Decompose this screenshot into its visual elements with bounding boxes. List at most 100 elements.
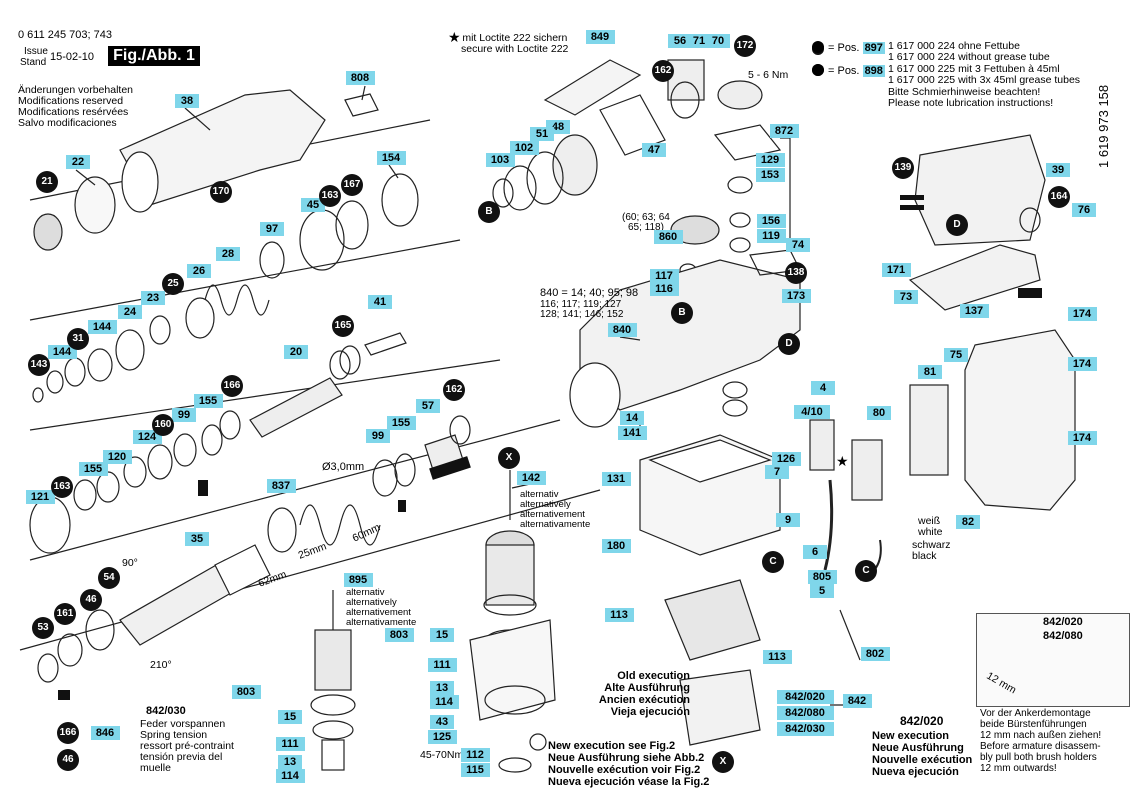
- part-callout: 120: [102, 450, 132, 464]
- circle-label: 162: [652, 60, 674, 82]
- part-callout: 144: [87, 320, 117, 334]
- part-callout: 43: [430, 715, 454, 729]
- part-callout: 7: [765, 465, 789, 479]
- part-callout: 28: [216, 247, 240, 261]
- part-callout: 71: [687, 34, 711, 48]
- part-callout: 112: [460, 748, 490, 762]
- circle-label: 54: [98, 567, 120, 589]
- circle-label: 143: [28, 354, 50, 376]
- part-callout: 57: [416, 399, 440, 413]
- part-callout: 156: [756, 214, 786, 228]
- circle-label: 163: [319, 185, 341, 207]
- notes-line: Salvo modificaciones: [18, 117, 117, 129]
- part-callout: 849: [585, 30, 615, 44]
- part-callout: 137: [959, 304, 989, 318]
- circle-label: X: [712, 751, 734, 773]
- part-callout: 41: [368, 295, 392, 309]
- part-callout: 180: [601, 539, 631, 553]
- brush-reference-box: [976, 613, 1130, 707]
- part-callout: 97: [260, 222, 284, 236]
- part-callout: 124: [132, 430, 162, 444]
- angle-210: 210°: [150, 659, 172, 671]
- part-callout: 153: [755, 168, 785, 182]
- circle-label: D: [946, 214, 968, 236]
- circle-label: 172: [734, 35, 756, 57]
- part-callout: 111: [427, 658, 457, 672]
- loctite-note: ★ mit Loctite 222 sichern: [450, 32, 568, 44]
- part-callout: 842/030: [776, 722, 834, 736]
- part-callout: 173: [781, 289, 811, 303]
- part-callout: 20: [284, 345, 308, 359]
- circle-label: C: [762, 551, 784, 573]
- part-callout: 38: [175, 94, 199, 108]
- part-callout: 117: [649, 269, 679, 283]
- part-callout: 802: [860, 647, 890, 661]
- list-840: 128; 141; 146; 152: [540, 309, 624, 320]
- part-callout: 47: [642, 143, 666, 157]
- part-callout: 174: [1067, 357, 1097, 371]
- part-callout: 842: [842, 694, 872, 708]
- part-callout: 803: [384, 628, 414, 642]
- part-callout: 846: [90, 726, 120, 740]
- circle-label: 162: [443, 379, 465, 401]
- circle-label: C: [855, 560, 877, 582]
- part-callout: 113: [604, 608, 634, 622]
- grease-hint: Please note lubrication instructions!: [888, 97, 1054, 109]
- new-execution-part: 842/020: [900, 714, 944, 728]
- part-callout: 76: [1072, 203, 1096, 217]
- notes-line: Modifications reserved: [18, 95, 124, 107]
- part-callout: 39: [1046, 163, 1070, 177]
- part-callout: 116: [649, 282, 679, 296]
- part-callout: 114: [275, 769, 305, 783]
- part-callout: 23: [141, 291, 165, 305]
- part-callout: 155: [386, 416, 416, 430]
- circle-label: 25: [162, 273, 184, 295]
- list-840: 840 = 14; 40; 95; 98: [540, 287, 639, 299]
- star-mark: ★: [836, 454, 849, 470]
- circle-label: 53: [32, 617, 54, 639]
- part-callout: 56: [668, 34, 692, 48]
- part-callout: 895: [343, 573, 373, 587]
- part-callout: 73: [894, 290, 918, 304]
- part-callout: 102: [509, 141, 539, 155]
- part-callout: 115: [460, 763, 490, 777]
- part-callout: 837: [266, 479, 296, 493]
- part-callout: 126: [771, 452, 801, 466]
- list-840: 116; 117; 119; 127: [540, 299, 622, 310]
- grease-text: 1 617 000 225 with 3x 45ml grease tubes: [888, 74, 1081, 86]
- circle-label: 164: [1048, 186, 1070, 208]
- circle-label: 165: [332, 315, 354, 337]
- part-callout: 842/080: [776, 706, 834, 720]
- side-number: 1 619 973 158: [1096, 84, 1111, 168]
- part-callout: 4: [811, 381, 835, 395]
- spring-note-part: 842/030: [146, 705, 186, 717]
- part-callout: 808: [345, 71, 375, 85]
- part-callout: 75: [944, 348, 968, 362]
- circle-label: 167: [341, 174, 363, 196]
- part-callout: 35: [185, 532, 209, 546]
- part-callout: 15: [278, 710, 302, 724]
- star-mark-note: ★: [448, 30, 461, 46]
- part-callout: 129: [755, 153, 785, 167]
- part-callout: 80: [867, 406, 891, 420]
- part-callout: 842/020: [776, 690, 834, 704]
- part-callout: 141: [617, 426, 647, 440]
- alt-860: (60; 63; 64: [622, 212, 670, 223]
- grease-text: 1 617 000 224 ohne Fettube: [888, 40, 1020, 52]
- part-callout: 131: [601, 472, 631, 486]
- part-callout: 13: [430, 681, 454, 695]
- part-callout: 99: [366, 429, 390, 443]
- part-callout: 144: [47, 345, 77, 359]
- part-callout: 171: [881, 263, 911, 277]
- loctite-note: secure with Loctite 222: [461, 43, 569, 55]
- circle-label: 170: [210, 181, 232, 203]
- part-callout: 860: [653, 230, 683, 244]
- grease-dot-icon: [812, 41, 824, 53]
